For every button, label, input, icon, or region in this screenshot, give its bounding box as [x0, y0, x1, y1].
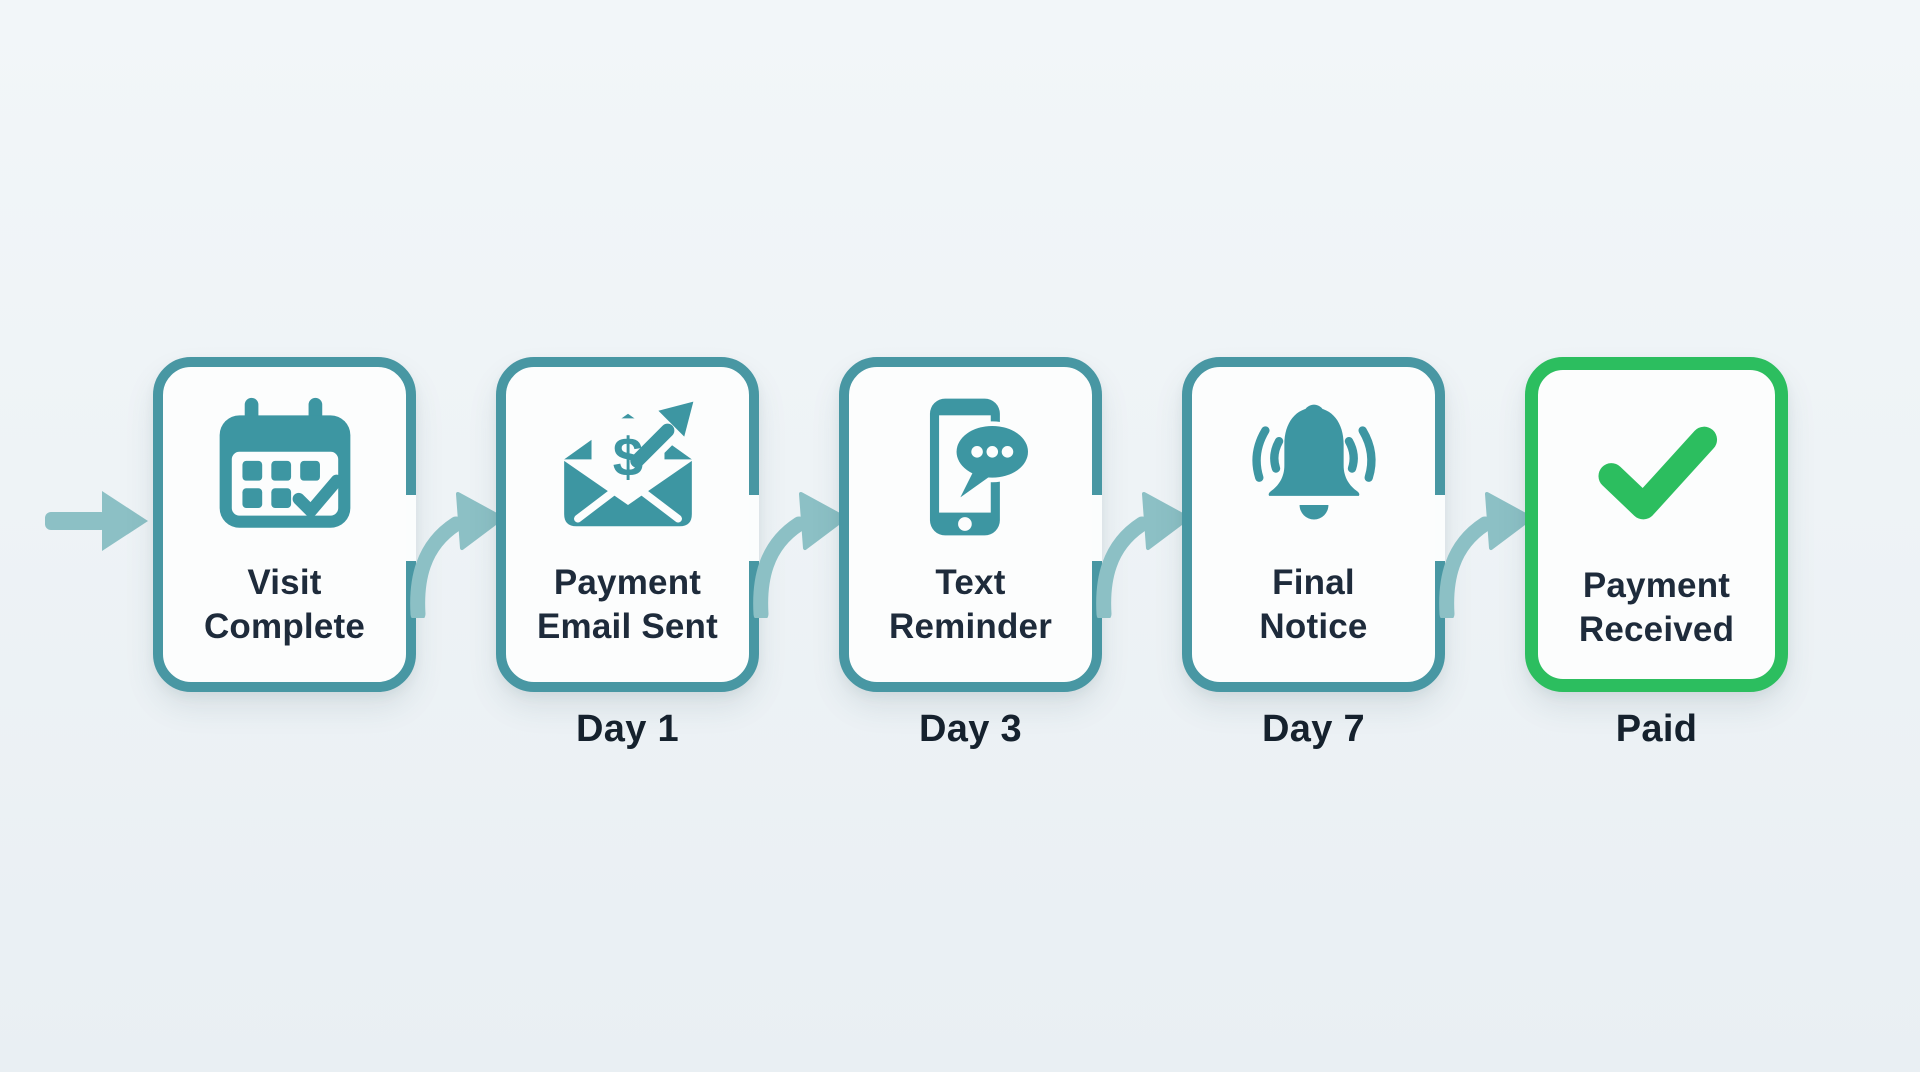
step-title-line1: Payment [1582, 566, 1731, 605]
step-card-text-reminder: Text Reminder [839, 357, 1102, 692]
payment-email-icon: $ [552, 391, 704, 543]
curved-arrow-right-icon [408, 486, 504, 618]
step-sublabel-day1: Day 1 [576, 708, 679, 750]
step-title: Final Notice [1259, 561, 1367, 650]
step-title-line2: Email Sent [537, 607, 718, 647]
step-title: Payment Email Sent [537, 561, 718, 650]
border-gap [1092, 495, 1102, 561]
arrow-right-icon [44, 489, 150, 553]
curved-arrow-right-icon [751, 486, 847, 618]
step-sublabel-paid: Paid [1615, 708, 1698, 750]
dollar-glyph: $ [612, 426, 642, 488]
phone-chat-icon [895, 391, 1047, 543]
curved-arrow-right-icon [1437, 486, 1533, 618]
check-icon [1581, 394, 1733, 546]
border-gap [406, 495, 416, 561]
step-title-line2: Notice [1259, 607, 1368, 647]
step-title: Visit Complete [204, 561, 365, 650]
step-title-line2: Received [1578, 610, 1735, 650]
step-card-payment-email-sent: $ Payment Email Sent [496, 357, 759, 692]
step-title-line1: Payment [553, 563, 702, 602]
step-title-line2: Reminder [888, 607, 1053, 647]
step-title-line1: Visit [247, 563, 322, 602]
curved-arrow-right-icon [1094, 486, 1190, 618]
step-title-line1: Text [935, 563, 1006, 602]
step-title: Payment Received [1579, 564, 1734, 653]
step-title: Text Reminder [889, 561, 1052, 650]
border-gap [749, 495, 759, 561]
step-card-final-notice: Final Notice [1182, 357, 1445, 692]
step-title-line1: Final [1272, 563, 1355, 602]
border-gap [1435, 495, 1445, 561]
step-sublabel-day3: Day 3 [919, 708, 1022, 750]
step-sublabel-day7: Day 7 [1262, 708, 1365, 750]
bell-alert-icon [1238, 391, 1390, 543]
step-card-payment-received: Payment Received [1525, 357, 1788, 692]
step-title-line2: Complete [203, 607, 366, 647]
calendar-check-icon [209, 391, 361, 543]
step-card-visit-complete: Visit Complete [153, 357, 416, 692]
